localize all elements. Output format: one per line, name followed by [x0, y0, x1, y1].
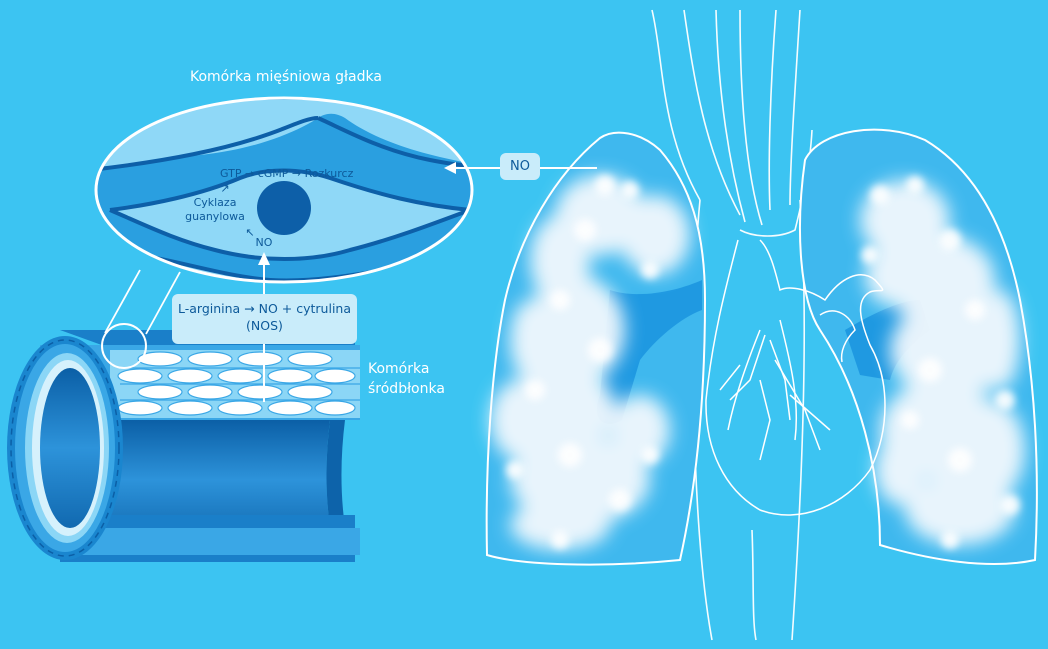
- no-small-label: NO: [252, 236, 276, 249]
- pathway-text: GTP → cGMP → Rozkurcz: [220, 167, 370, 180]
- arrow-up-small: ↗: [219, 182, 231, 195]
- smooth-muscle-cell-label: Komórka mięśniowa gładka: [190, 68, 382, 86]
- smooth-muscle-zoom: [90, 98, 480, 300]
- right-lung: [487, 133, 705, 565]
- left-lung: [800, 130, 1037, 564]
- reaction-text-line2: (NOS): [172, 317, 357, 334]
- no-label-box: NO: [500, 153, 540, 180]
- cell-nucleus: [257, 181, 311, 235]
- reaction-text-line1: L-arginina → NO + cytrulina: [172, 300, 357, 317]
- endothelial-cell-label-line2: śródbłonka: [368, 380, 445, 398]
- lungs-illustration: [487, 10, 1037, 640]
- endothelial-cell-label-line1: Komórka: [368, 360, 429, 378]
- reaction-box: L-arginina → NO + cytrulina (NOS): [172, 294, 357, 344]
- enzyme-label-line1: Cyklaza: [180, 196, 250, 209]
- enzyme-label-line2: guanylowa: [180, 210, 250, 223]
- endothelial-layer: [110, 350, 360, 418]
